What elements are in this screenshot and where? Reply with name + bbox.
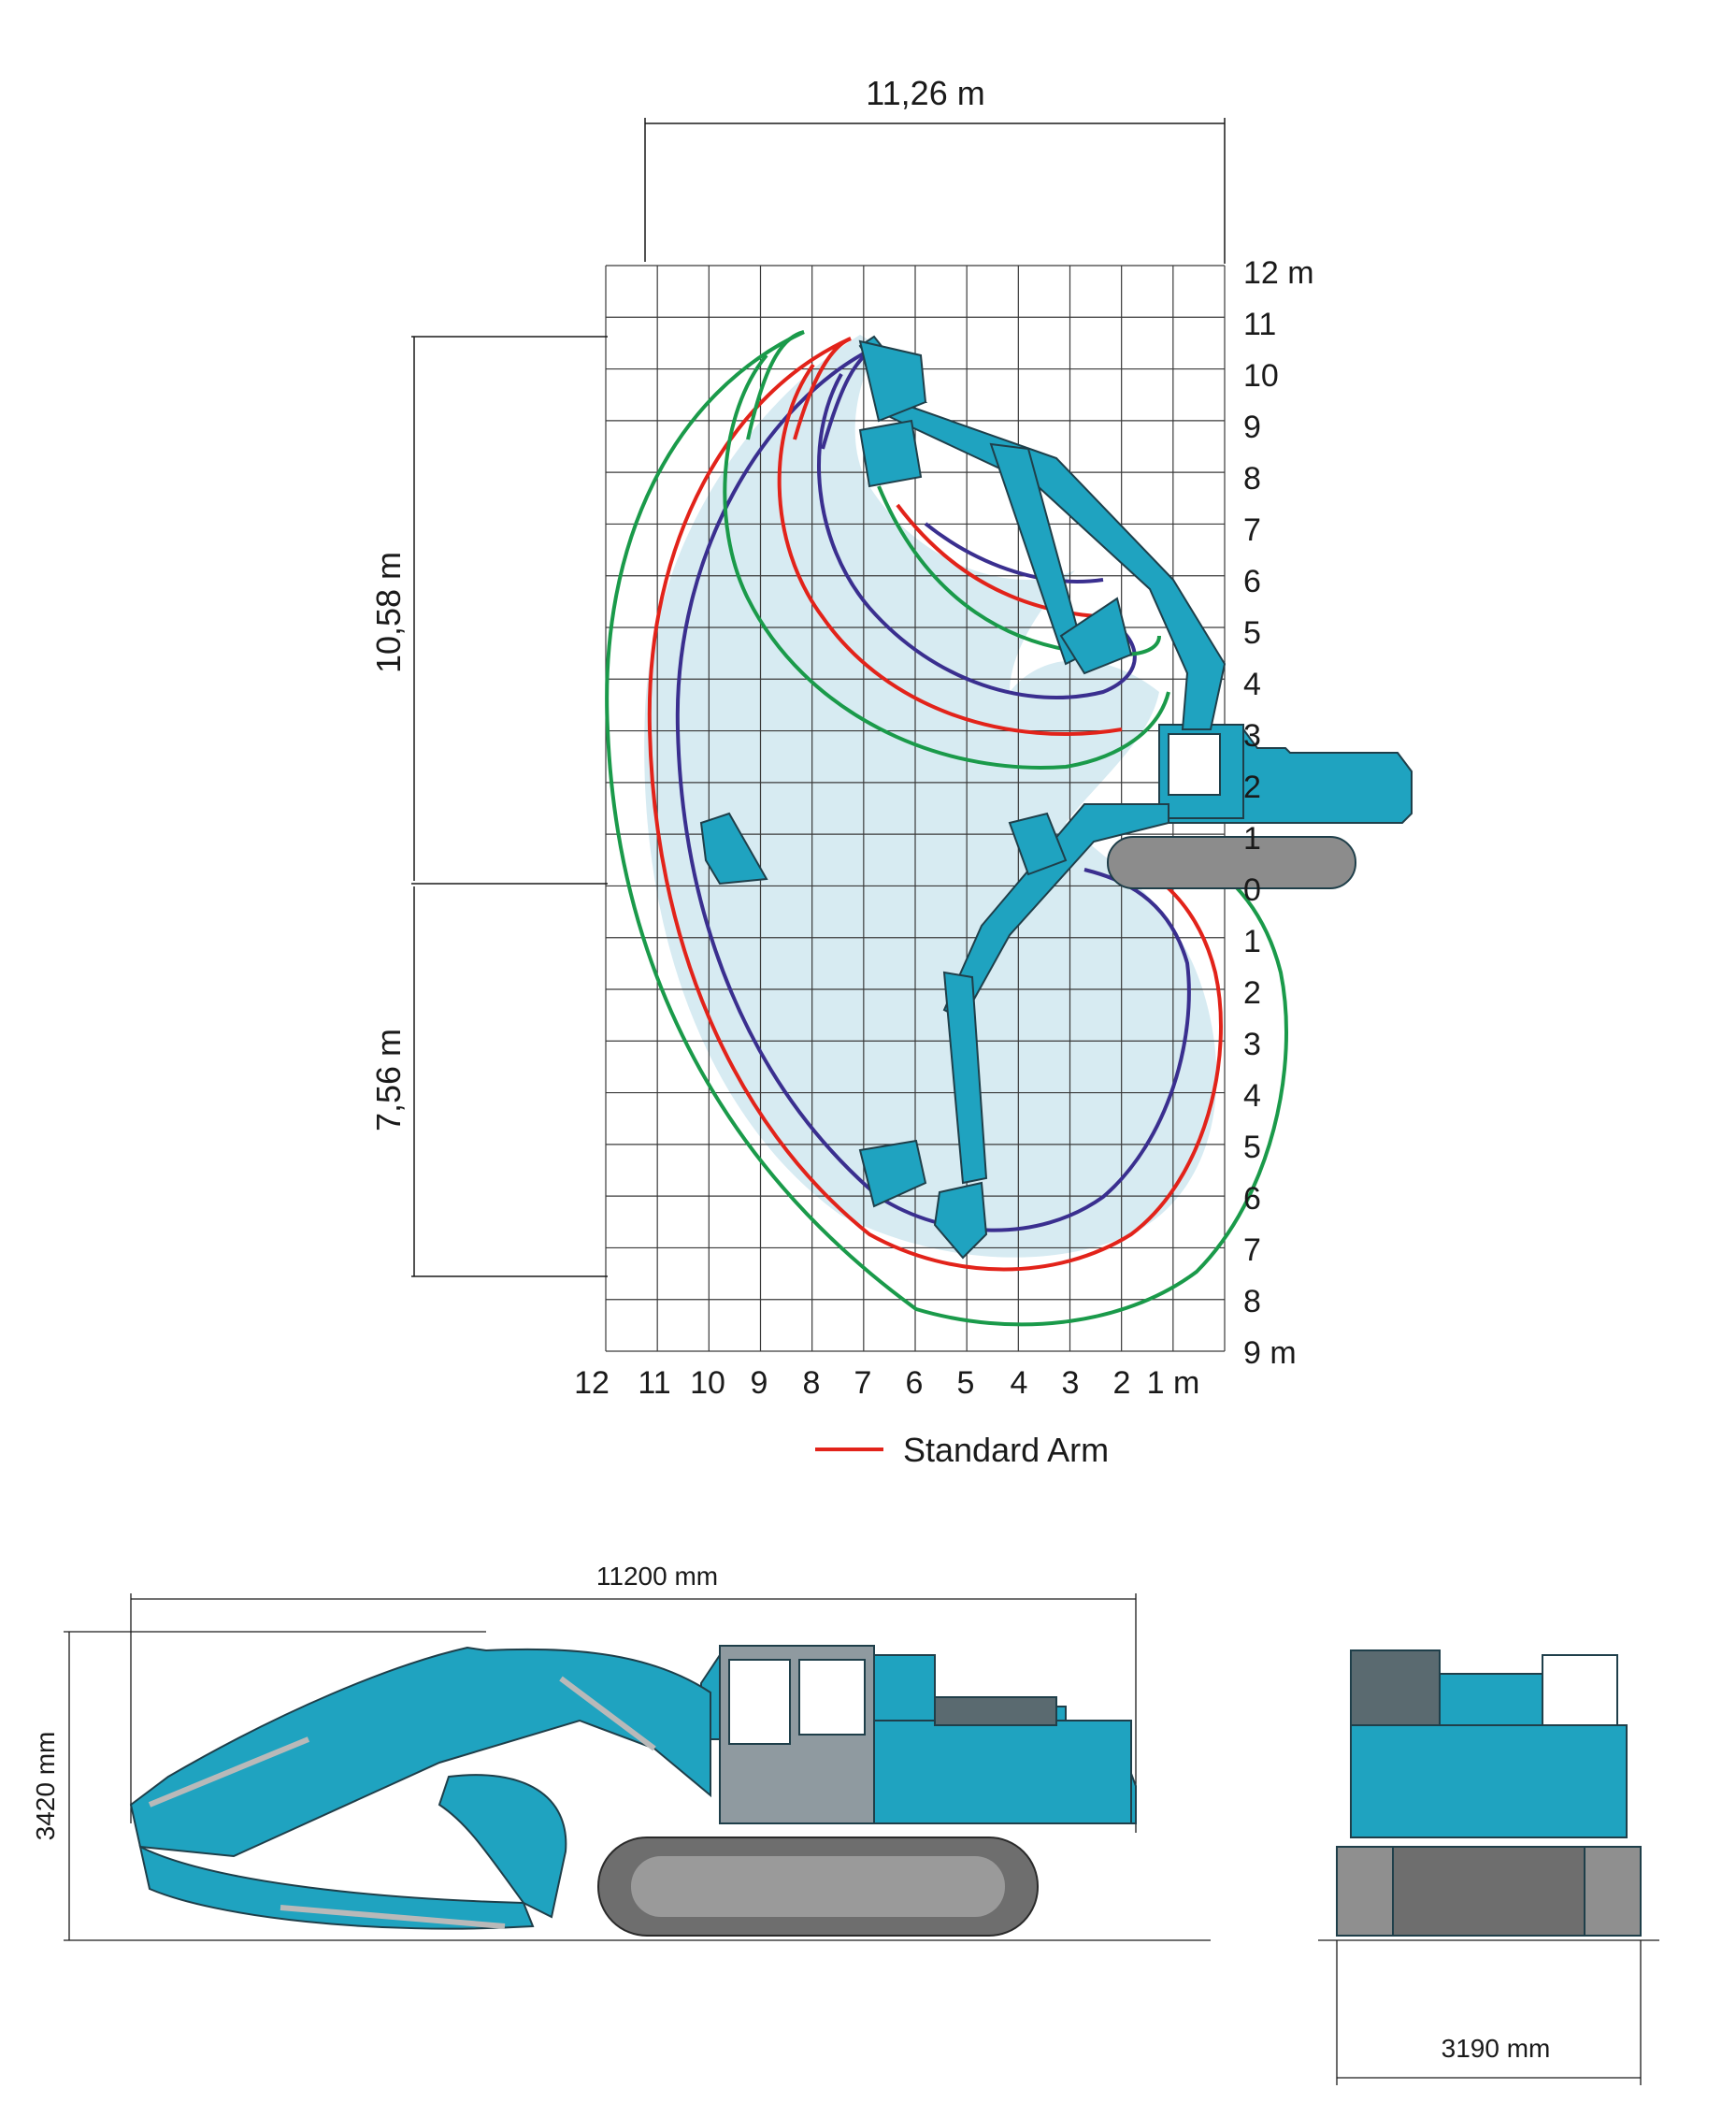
x-tick: 6 [906,1365,924,1401]
curve-green-mid [877,485,1161,657]
side-length-label: 11200 mm [596,1562,718,1591]
y-tick: 2 [1243,975,1261,1011]
y-tick: 11 [1243,307,1276,342]
y-tick: 1 [1243,821,1261,857]
curve-red-mid [896,503,1123,619]
y-tick: 8 [1243,461,1261,497]
curve-blue-inner [817,373,1137,699]
excavator-in-diagram [699,335,1413,1260]
y-tick: 0 [1243,872,1261,908]
rear-view-body [1336,1649,1642,1937]
y-tick: 7 [1243,1232,1261,1268]
y-tick: 8 [1243,1284,1261,1319]
diagram-bucket-bottom [933,1181,988,1260]
y-tick: 4 [1243,667,1261,702]
diagram-bucket-top [858,339,927,423]
x-tick: 11 [638,1365,670,1401]
x-tick: 2 [1113,1365,1131,1401]
y-tick: 5 [1243,615,1261,651]
y-tick: 9 [1243,410,1261,445]
side-view-bucket [438,1774,567,1919]
side-view-arm [138,1845,535,1930]
dimension-lines [411,118,1226,1277]
rear-view-dimensions [1318,1939,1659,2085]
y-tick: 6 [1243,564,1261,599]
x-tick: 1 m [1147,1365,1200,1401]
curve-green-outer [605,330,1288,1327]
y-tick: 9 m [1243,1335,1297,1371]
curve-green-top [746,330,805,440]
curve-red-top [793,337,852,440]
y-tick: 2 [1243,770,1261,805]
side-view-tracks [597,1837,1039,1937]
y-tick: 4 [1243,1078,1261,1114]
max-depth-label: 7,56 m [369,1029,408,1131]
diagram-arm-lower [942,971,988,1185]
legend-label-standard-arm: Standard Arm [903,1431,1109,1469]
y-tick: 6 [1243,1181,1261,1217]
digging-envelope-fill [644,335,1217,1258]
x-tick: 7 [854,1365,872,1401]
curve-red-inner [777,363,1123,736]
side-view-boom [129,1646,711,1858]
x-axis-ticks: 12 11 10 9 8 7 6 5 4 3 2 1 m [574,1365,1199,1401]
y-tick: 7 [1243,512,1261,548]
x-tick: 4 [1011,1365,1028,1401]
y-tick: 3 [1243,1027,1261,1062]
x-tick: 5 [957,1365,975,1401]
working-range-diagram: 11,26 m 10,58 m 7,56 m 12 m 11 10 9 8 7 … [369,74,1413,1469]
x-tick: 10 [690,1365,725,1401]
x-tick: 8 [803,1365,821,1401]
diagram-bucket-bottom-left [858,1139,927,1208]
curve-red-outer [647,337,1223,1272]
diagram-cab-window [1168,733,1221,796]
side-height-label: 3420 mm [31,1732,60,1841]
side-view-cylinders [148,1676,656,1929]
legend: Standard Arm [815,1431,1109,1469]
y-tick: 12 m [1243,255,1314,291]
max-reach-label: 11,26 m [866,74,984,112]
rear-width-label: 3190 mm [1442,2034,1551,2063]
y-tick: 10 [1243,358,1279,394]
x-tick: 12 [574,1365,610,1401]
diagram-bucket-mid2 [1059,597,1133,675]
diagram-bucket-mid [858,419,923,488]
y-tick: 5 [1243,1130,1261,1165]
side-view-upper-structure [700,1645,1137,1824]
max-height-label: 10,58 m [369,552,408,673]
diagram-track [1107,836,1356,889]
rear-view: 3190 mm [1318,1649,1659,2085]
side-view-front-attachment [129,1646,711,1930]
side-view: 11200 mm 3420 mm [31,1562,1211,1941]
curve-green-inner [723,353,1170,770]
y-axis-ticks: 12 m 11 10 9 8 7 6 5 4 3 2 1 0 1 2 3 4 5… [1243,255,1314,1371]
y-tick: 1 [1243,924,1261,959]
diagram-bucket-upper-arm [1008,812,1068,876]
curve-blue-mid [924,522,1104,583]
x-tick: 9 [751,1365,768,1401]
x-tick: 3 [1062,1365,1080,1401]
diagram-bucket-left [699,812,768,886]
y-tick: 3 [1243,718,1261,754]
side-view-dimensions [64,1593,1211,1941]
